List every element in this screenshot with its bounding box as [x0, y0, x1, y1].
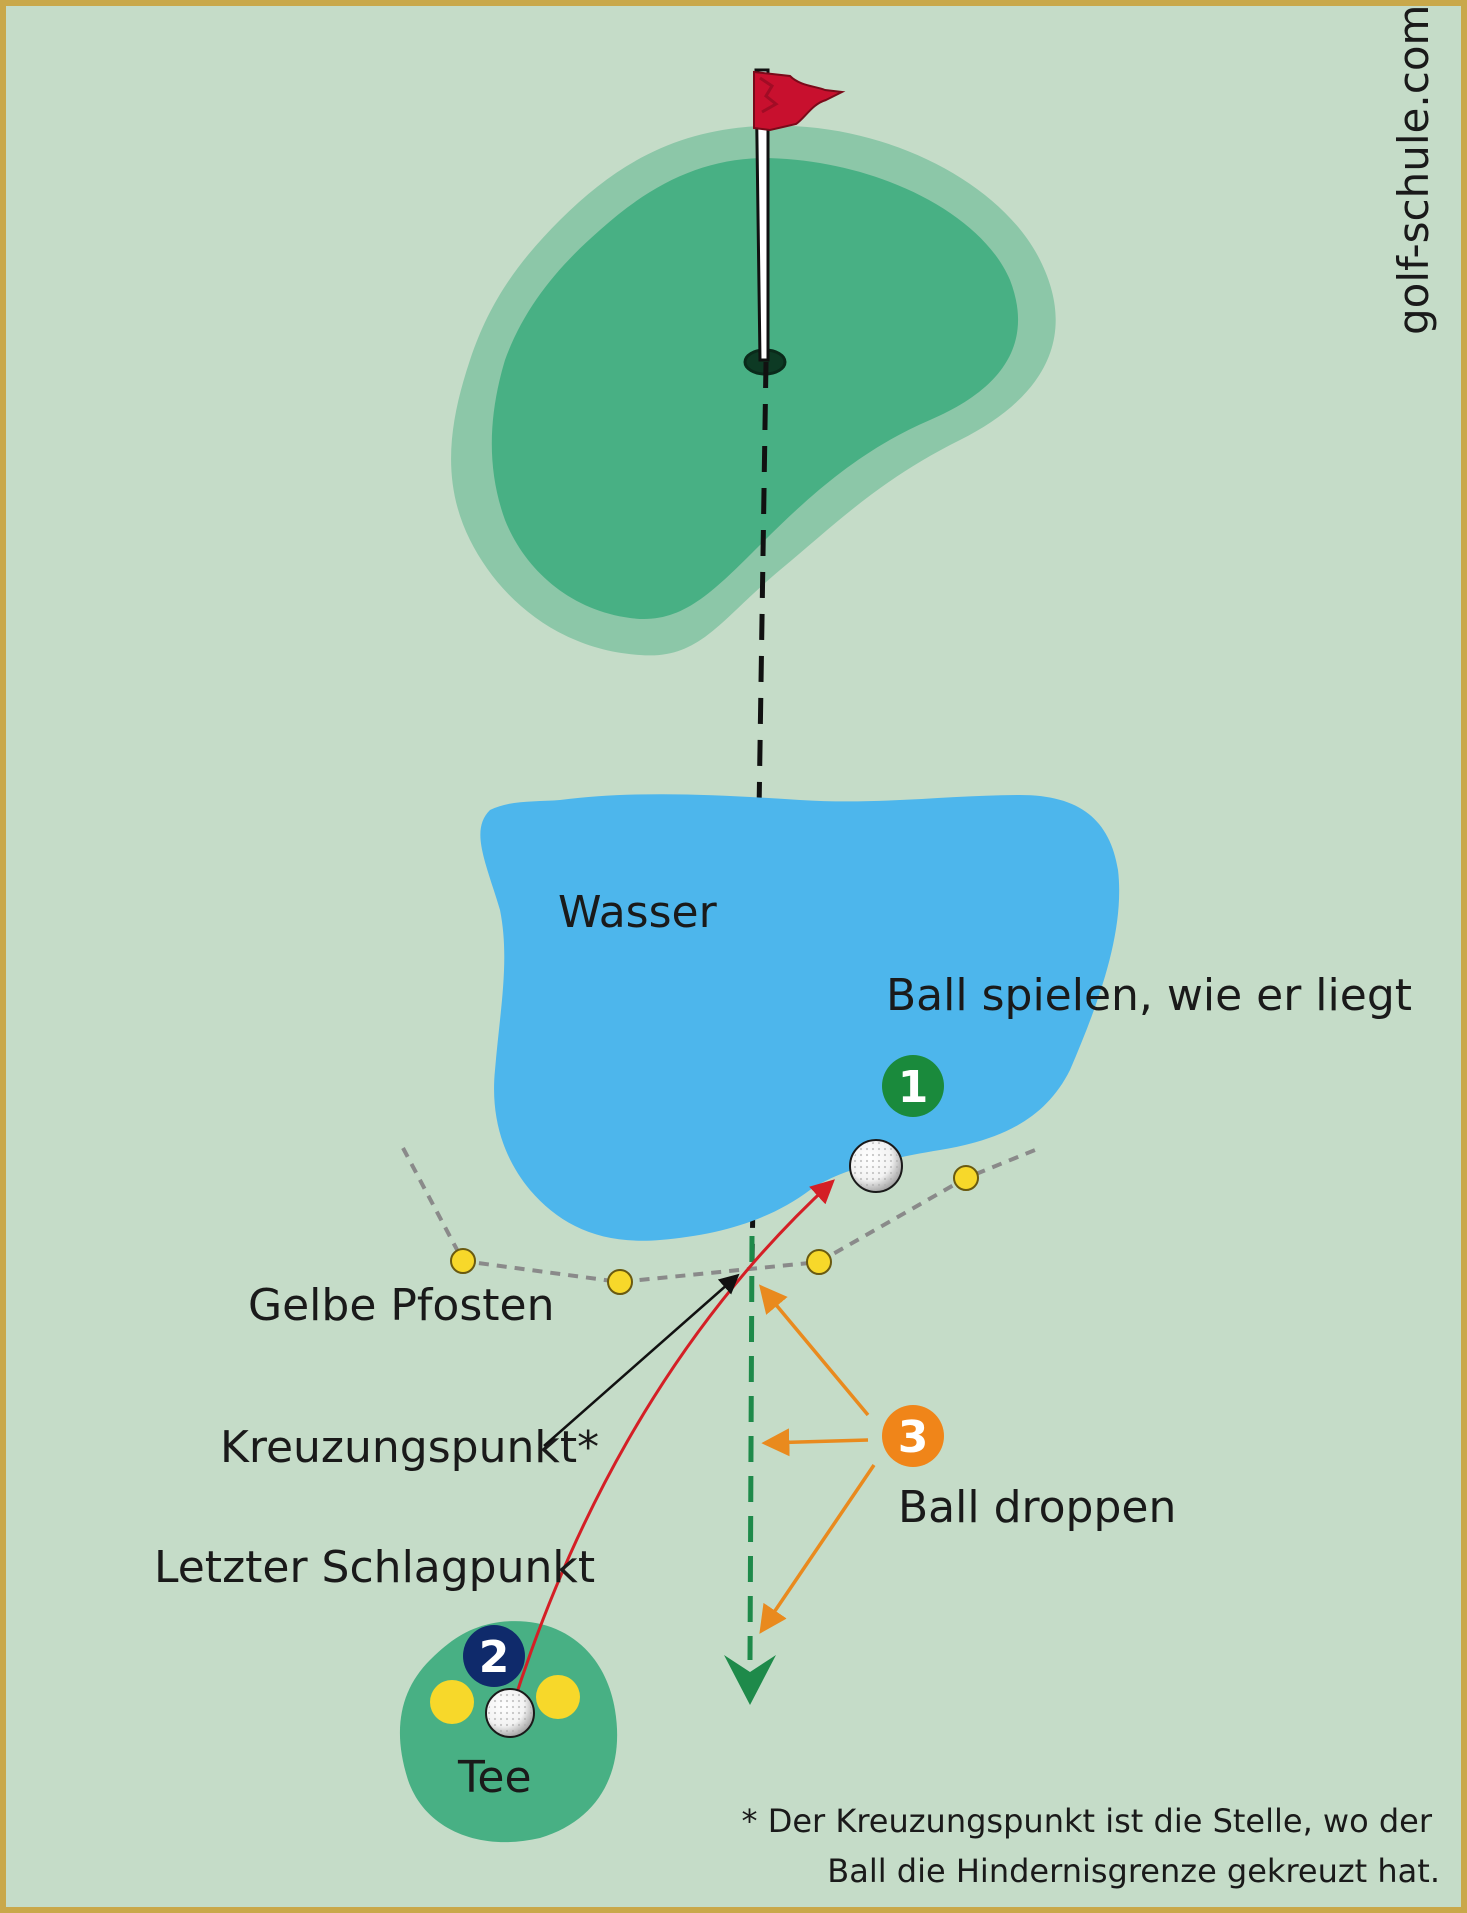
green-putting-surface: [491, 158, 1019, 620]
flagstick-icon: [754, 68, 770, 362]
option-3-number: 3: [898, 1412, 929, 1463]
flag-reference-line: [749, 361, 769, 1263]
drop-arrow-up: [759, 1284, 870, 1417]
yellow-stake: [953, 1165, 979, 1191]
drop-line-arrowhead-icon: [724, 1655, 776, 1705]
ball-flight-path: [510, 1179, 835, 1709]
option-3-badge: 3: [882, 1405, 944, 1467]
watermark-text: golf-schule.com: [1389, 5, 1438, 335]
footnote-line-1: * Der Kreuzungspunkt ist die Stelle, wo …: [742, 1802, 1433, 1840]
tee-label: Tee: [457, 1752, 532, 1803]
option-2-number: 2: [479, 1632, 510, 1683]
golf-ball-on-tee-icon: [485, 1688, 535, 1738]
tee-marker-right: [536, 1675, 580, 1719]
last-stroke-point-label: Letzter Schlagpunkt: [154, 1542, 595, 1593]
flag-fold: [759, 76, 779, 114]
option-1-number: 1: [898, 1062, 929, 1113]
option-2-badge: 2: [463, 1625, 525, 1687]
yellow-stakes-label: Gelbe Pfosten: [248, 1280, 554, 1331]
drop-arrow-left: [761, 1428, 869, 1457]
drop-reference-line: [747, 1235, 755, 1661]
water-hazard: [480, 794, 1120, 1241]
yellow-stake: [607, 1269, 633, 1295]
flag-icon: [753, 70, 846, 132]
ball-drop-label: Ball droppen: [898, 1482, 1176, 1533]
option-1-badge: 1: [882, 1055, 944, 1117]
yellow-stake: [450, 1248, 476, 1274]
crossing-point-label: Kreuzungspunkt*: [220, 1422, 599, 1473]
yellow-stake: [806, 1249, 832, 1275]
water-label: Wasser: [558, 887, 718, 938]
play-as-lies-label: Ball spielen, wie er liegt: [886, 970, 1412, 1021]
footnote-line-2: Ball die Hindernisgrenze gekreuzt hat.: [827, 1852, 1440, 1890]
golf-ball-in-water-icon: [849, 1139, 903, 1193]
tee-marker-left: [430, 1680, 474, 1724]
crossing-point-pointer: [543, 1273, 740, 1447]
drop-arrow-down: [759, 1464, 876, 1634]
